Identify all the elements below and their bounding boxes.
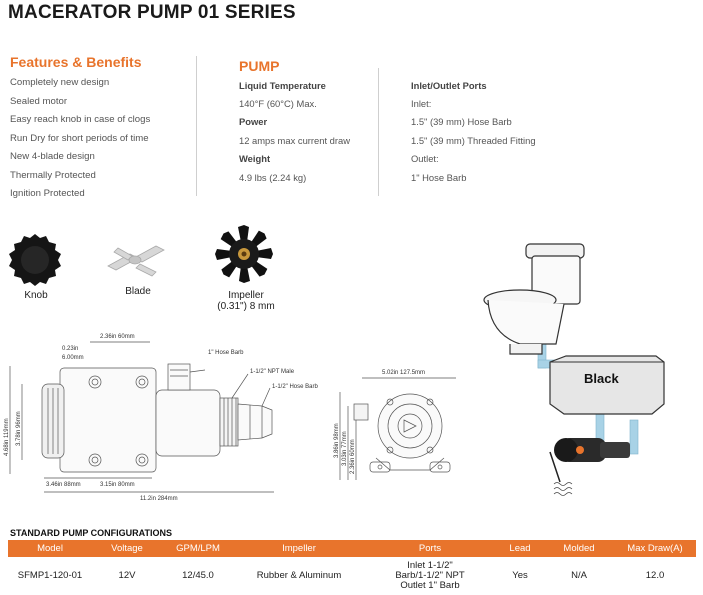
holding-tank-icon: Black — [549, 355, 665, 415]
column-header: Voltage — [92, 540, 162, 557]
feature-item: Run Dry for short periods of time — [10, 132, 149, 144]
column-header: GPM/LPM — [162, 540, 234, 557]
impeller-label-1: Impeller — [228, 290, 264, 301]
impeller-label: Impeller (0.31") 8 mm — [206, 290, 286, 312]
dim-outer-height: 4.68in 119mm — [4, 418, 10, 456]
features-heading: Features & Benefits — [10, 54, 142, 70]
configurations-table: Model Voltage GPM/LPM Impeller Ports Lea… — [8, 540, 696, 595]
blade-image — [107, 245, 165, 277]
column-header: Model — [8, 540, 92, 557]
cell-voltage: 12V — [118, 570, 136, 581]
callout-hose-barb-1: 1" Hose Barb — [208, 350, 244, 356]
installation-diagram: Black — [483, 243, 665, 496]
tank-label: Black — [584, 371, 619, 386]
ports-line-1: Inlet 1-1/2" — [407, 560, 453, 571]
column-header: Ports — [364, 540, 496, 557]
table-row: SFMP1-120-01 12V 12/45.0 Rubber & Alumin… — [8, 557, 696, 595]
cell-molded: N/A — [571, 570, 587, 581]
outlet-label: Outlet: — [411, 153, 439, 164]
toilet-icon — [483, 243, 585, 355]
dim-small-2: 6.00mm — [62, 355, 84, 361]
feature-item: New 4-blade design — [10, 151, 95, 162]
cell-lead: Yes — [512, 570, 528, 581]
liquid-temp-value: 140°F (60°C) Max. — [239, 98, 317, 109]
front-dim-h2: 3.03in 77mm — [342, 431, 348, 466]
feature-item: Ignition Protected — [10, 188, 85, 199]
outlet-value: 1" Hose Barb — [411, 172, 467, 183]
configurations-heading: STANDARD PUMP CONFIGURATIONS — [10, 528, 172, 538]
divider — [378, 68, 379, 196]
front-view-drawing: 5.02in 127.5mm 3.86in 98mm 3.03in 77mm 2… — [334, 370, 456, 480]
column-header: Molded — [544, 540, 614, 557]
feature-item: Completely new design — [10, 77, 110, 88]
dim-bottom-1: 3.46in 88mm — [46, 482, 81, 488]
knob-image — [9, 234, 61, 286]
feature-item: Easy reach knob in case of clogs — [10, 114, 151, 125]
power-label: Power — [239, 116, 268, 127]
pump-heading: PUMP — [239, 58, 280, 74]
weight-value: 4.9 lbs (2.24 kg) — [239, 172, 307, 183]
power-value: 12 amps max current draw — [239, 135, 350, 146]
inlet-value-2: 1.5" (39 mm) Threaded Fitting — [411, 135, 536, 146]
column-header: Impeller — [234, 540, 364, 557]
cell-ports: Inlet 1-1/2" Barb/1-1/2" NPT Outlet 1" B… — [364, 557, 496, 595]
knob-label: Knob — [24, 290, 48, 301]
weight-label: Weight — [239, 153, 271, 164]
dim-top: 2.36in 60mm — [100, 334, 135, 340]
dim-total: 11.2in 284mm — [140, 496, 178, 502]
cell-model: SFMP1-120-01 — [17, 570, 83, 581]
front-dim-h3: 2.36in 60mm — [350, 439, 356, 474]
dim-small-1: 0.23in — [62, 346, 78, 352]
liquid-temp-label: Liquid Temperature — [239, 80, 326, 91]
callout-hose-barb-1-5: 1-1/2" Hose Barb — [272, 384, 318, 390]
dim-bottom-2: 3.15in 80mm — [100, 482, 135, 488]
cell-max-draw: 12.0 — [645, 570, 665, 581]
divider — [196, 56, 197, 196]
dim-inner-height: 3.78in 96mm — [16, 411, 22, 446]
ports-line-2: Barb/1-1/2" NPT — [395, 570, 465, 581]
impeller-label-2: (0.31") 8 mm — [217, 301, 275, 312]
page-title: MACERATOR PUMP 01 SERIES — [8, 2, 296, 23]
inlet-label: Inlet: — [411, 98, 432, 109]
impeller-image — [215, 225, 273, 283]
table-header-row: Model Voltage GPM/LPM Impeller Ports Lea… — [8, 540, 696, 557]
ports-line-3: Outlet 1" Barb — [400, 580, 460, 591]
callout-npt-male: 1-1/2" NPT Male — [250, 369, 295, 375]
front-dim-h1: 3.86in 98mm — [334, 423, 340, 458]
pump-icon — [549, 438, 630, 496]
cell-impeller: Rubber & Aluminum — [256, 570, 342, 581]
front-dim-top: 5.02in 127.5mm — [382, 370, 425, 376]
column-header: Lead — [496, 540, 544, 557]
blade-label: Blade — [125, 286, 151, 297]
features-list: Completely new design Sealed motor Easy … — [10, 76, 150, 206]
feature-item: Thermally Protected — [10, 169, 96, 181]
inlet-value-1: 1.5" (39 mm) Hose Barb — [411, 116, 512, 127]
ports-heading: Inlet/Outlet Ports — [411, 80, 487, 91]
side-view-drawing: 2.36in 60mm 0.23in 6.00mm 4.68in 119mm 3… — [4, 334, 318, 502]
feature-item: Sealed motor — [10, 95, 68, 107]
column-header: Max Draw(A) — [614, 540, 696, 557]
cell-gpm: 12/45.0 — [182, 570, 214, 581]
